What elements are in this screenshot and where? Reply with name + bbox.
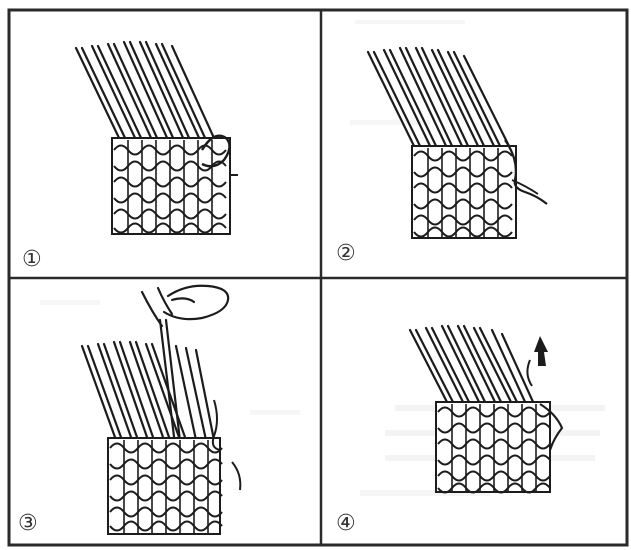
panel-2: ② <box>336 48 547 266</box>
panel-4: ④ <box>336 326 562 536</box>
panel-4-woven-section <box>436 402 562 493</box>
panel-4-label: ④ <box>336 511 356 536</box>
panel-1-label: ① <box>22 247 42 272</box>
panel-1-woven-section <box>112 136 238 234</box>
panel-3: ③ <box>18 286 240 536</box>
panel-1: ① <box>22 42 238 272</box>
panel-4-warp-threads <box>410 326 534 404</box>
panel-2-warp-threads <box>368 48 510 148</box>
panel-3-woven-section <box>108 400 240 534</box>
panel-1-warp-threads <box>76 42 214 140</box>
panel-3-label: ③ <box>18 511 38 536</box>
panel-2-woven-section <box>412 140 547 238</box>
panel-2-label: ② <box>336 241 356 266</box>
panel-4-arrow-icon <box>527 336 548 386</box>
panel-3-warp-threads <box>82 342 214 440</box>
